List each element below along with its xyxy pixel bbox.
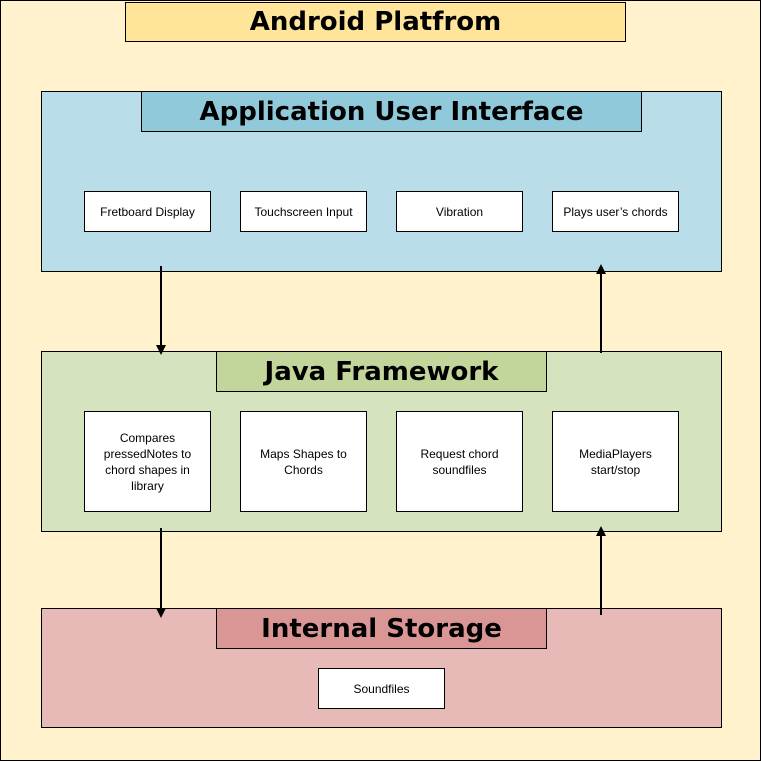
fretboard-display-node: Fretboard Display — [84, 191, 211, 232]
maps-shapes-node: Maps Shapes to Chords — [240, 411, 367, 512]
soundfiles-node: Soundfiles — [318, 668, 445, 709]
storage-layer-title: Internal Storage — [216, 608, 547, 649]
touchscreen-input-node: Touchscreen Input — [240, 191, 367, 232]
diagram-title: Android Platfrom — [125, 2, 626, 42]
request-soundfiles-node: Request chord soundfiles — [396, 411, 523, 512]
java-layer-title: Java Framework — [216, 351, 547, 392]
mediaplayers-node: MediaPlayers start/stop — [552, 411, 679, 512]
plays-chords-node: Plays user’s chords — [552, 191, 679, 232]
application-layer-title: Application User Interface — [141, 91, 642, 132]
vibration-node: Vibration — [396, 191, 523, 232]
compares-notes-node: Compares pressedNotes to chord shapes in… — [84, 411, 211, 512]
